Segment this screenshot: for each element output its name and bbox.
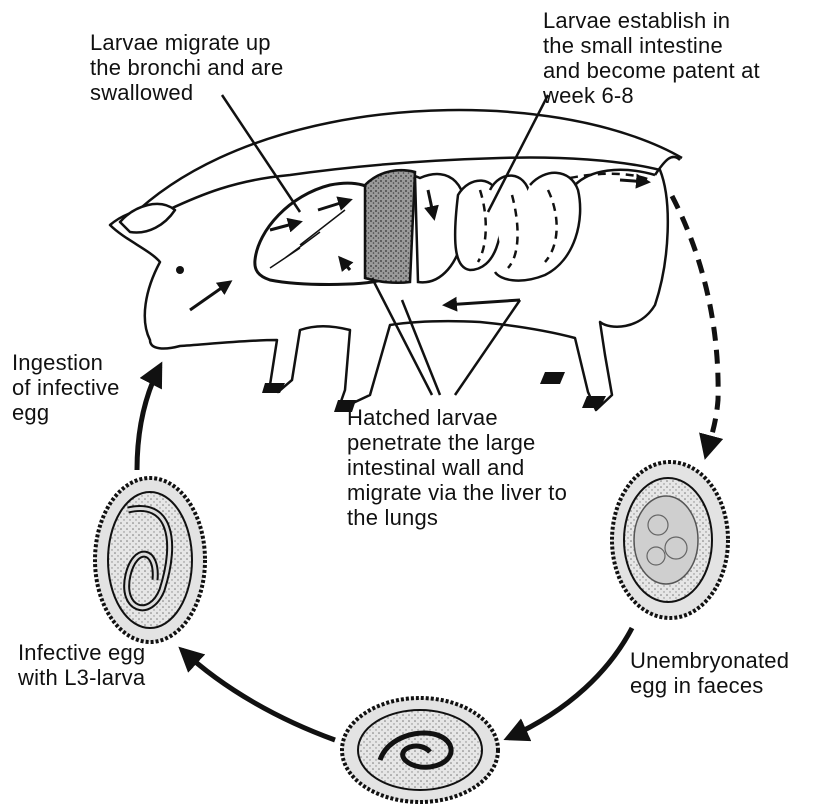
label-ingestion-infective-egg: Ingestion of infective egg [12,350,120,425]
embryonating-egg [342,698,498,802]
label-larvae-migrate-bronchi: Larvae migrate up the bronchi and are sw… [90,30,283,105]
unembryonated-egg [612,462,728,618]
label-larvae-establish-intestine: Larvae establish in the small intestine … [543,8,760,108]
dashed-arrow-to-faeces-egg [672,196,718,455]
pig-eye [176,266,184,274]
arrow-embryonating-to-infective [182,650,335,740]
label-hatched-larvae: Hatched larvae penetrate the large intes… [347,405,567,530]
label-infective-egg-l3: Infective egg with L3-larva [18,640,145,690]
arrow-faeces-to-embryonating [508,628,632,738]
infective-egg [95,478,205,642]
arrow-infective-to-ingestion [137,366,160,470]
label-unembryonated-egg: Unembryonated egg in faeces [630,648,789,698]
liver [365,170,415,283]
